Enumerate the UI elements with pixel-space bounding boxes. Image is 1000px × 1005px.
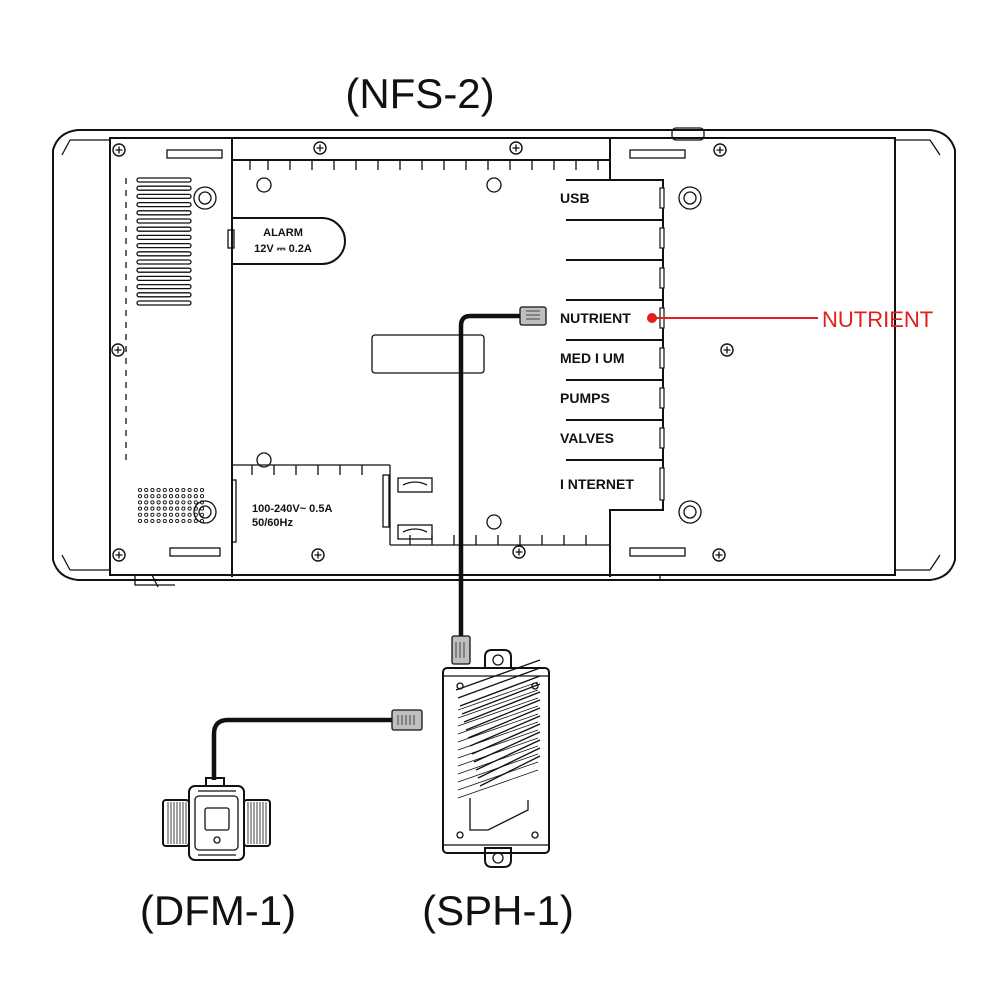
- bottom-vent-teeth: [251, 465, 587, 545]
- speaker-grille: [137, 487, 205, 524]
- flow-meter-device: [162, 777, 271, 861]
- controller-housing: ALARM 12V ⎓ 0.2A 100-240V~ 0.5A 50/60Hz: [52, 127, 956, 588]
- port-4: MED I UM: [560, 339, 665, 369]
- port-label: NUTRIENT: [560, 310, 631, 326]
- alarm-connector: ALARM 12V ⎓ 0.2A: [227, 217, 346, 265]
- port-label: USB: [560, 190, 590, 206]
- port-2: [566, 259, 665, 289]
- rj45-plug-controller: [519, 306, 547, 326]
- port-column: USB NUTRIENT MED I UM PUMPS VALVES I NTERNET: [560, 179, 665, 501]
- port-label: VALVES: [560, 430, 614, 446]
- port-label: PUMPS: [560, 390, 610, 406]
- ph-sensor-device: [442, 649, 550, 868]
- power-rating-2: 50/60Hz: [252, 517, 293, 529]
- top-vent-teeth: [249, 160, 599, 170]
- flow-meter-cable: [211, 717, 392, 780]
- port-0: USB: [560, 179, 665, 209]
- callout-label: NUTRIENT: [822, 307, 933, 332]
- controller-label: (NFS-2): [345, 70, 494, 117]
- port-5: PUMPS: [560, 379, 665, 409]
- nutrient-callout: NUTRIENT: [647, 307, 933, 332]
- port-6: VALVES: [560, 419, 665, 449]
- rj45-plug-flow: [391, 709, 423, 731]
- mounting-holes: [193, 177, 702, 530]
- nutrient-cable: [458, 313, 520, 638]
- port-3: NUTRIENT: [560, 299, 665, 329]
- port-label: I NTERNET: [560, 476, 634, 492]
- flow-meter-label: (DFM-1): [140, 887, 296, 934]
- screws: [111, 141, 734, 562]
- rj45-plug-sensor: [451, 635, 471, 665]
- power-connector: 100-240V~ 0.5A 50/60Hz: [231, 474, 433, 543]
- left-vent-slats: [125, 177, 192, 460]
- alarm-rating: 12V ⎓ 0.2A: [254, 243, 312, 255]
- port-label: MED I UM: [560, 350, 625, 366]
- display-window: [371, 334, 485, 374]
- alarm-title: ALARM: [263, 227, 303, 239]
- power-rating-1: 100-240V~ 0.5A: [252, 503, 332, 515]
- port-1: [566, 219, 665, 249]
- port-7: I NTERNET: [560, 459, 665, 501]
- ph-sensor-label: (SPH-1): [422, 887, 574, 934]
